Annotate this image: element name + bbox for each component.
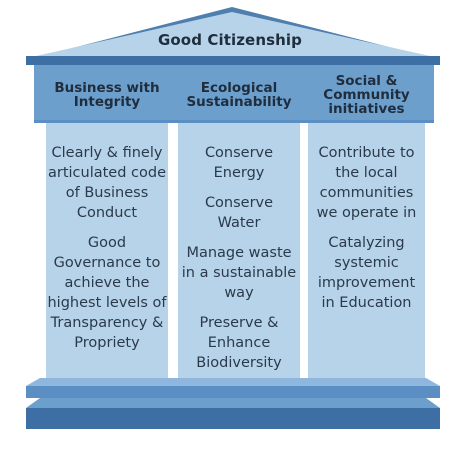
roof [36,12,430,56]
header-band-bottom [34,120,434,123]
base-step-middle [26,386,440,398]
pillar-item: Clearly & finely articulated code of Bus… [47,145,167,221]
pillar-item: Conserve Water [204,195,274,231]
base-step-lower [26,398,440,408]
pillar-2 [178,123,300,378]
pillar-item: Manage waste in a sustainable way [181,245,297,301]
header-band [34,65,434,122]
base-step-bottom [26,408,440,429]
pillar-heading-business-integrity: Business with Integrity [54,80,160,110]
pillar-item: Preserve & Enhance Biodiversity [196,315,282,371]
pillar-3 [308,123,425,378]
pillar-3-content: Contribute to the local communities we o… [308,143,425,323]
base-step-top [26,378,440,386]
pillar-item: Conserve Energy [204,145,274,181]
pillar-heading-ecological-sustainability: Ecological Sustainability [186,80,292,110]
roof-eave [26,56,440,65]
pillar-item: Catalyzing systemic improvement in Educa… [317,235,416,311]
pillar-item: Contribute to the local communities we o… [316,145,417,221]
pillar-item: Good Governance to achieve the highest l… [47,235,167,351]
pillar-2-content: Conserve Energy Conserve Water Manage wa… [178,143,300,383]
pillar-1 [46,123,168,378]
pillar-1-content: Clearly & finely articulated code of Bus… [46,143,168,363]
pillar-heading-social-community: Social & Community initiatives [323,73,410,117]
roof-title: Good Citizenship [157,31,302,49]
